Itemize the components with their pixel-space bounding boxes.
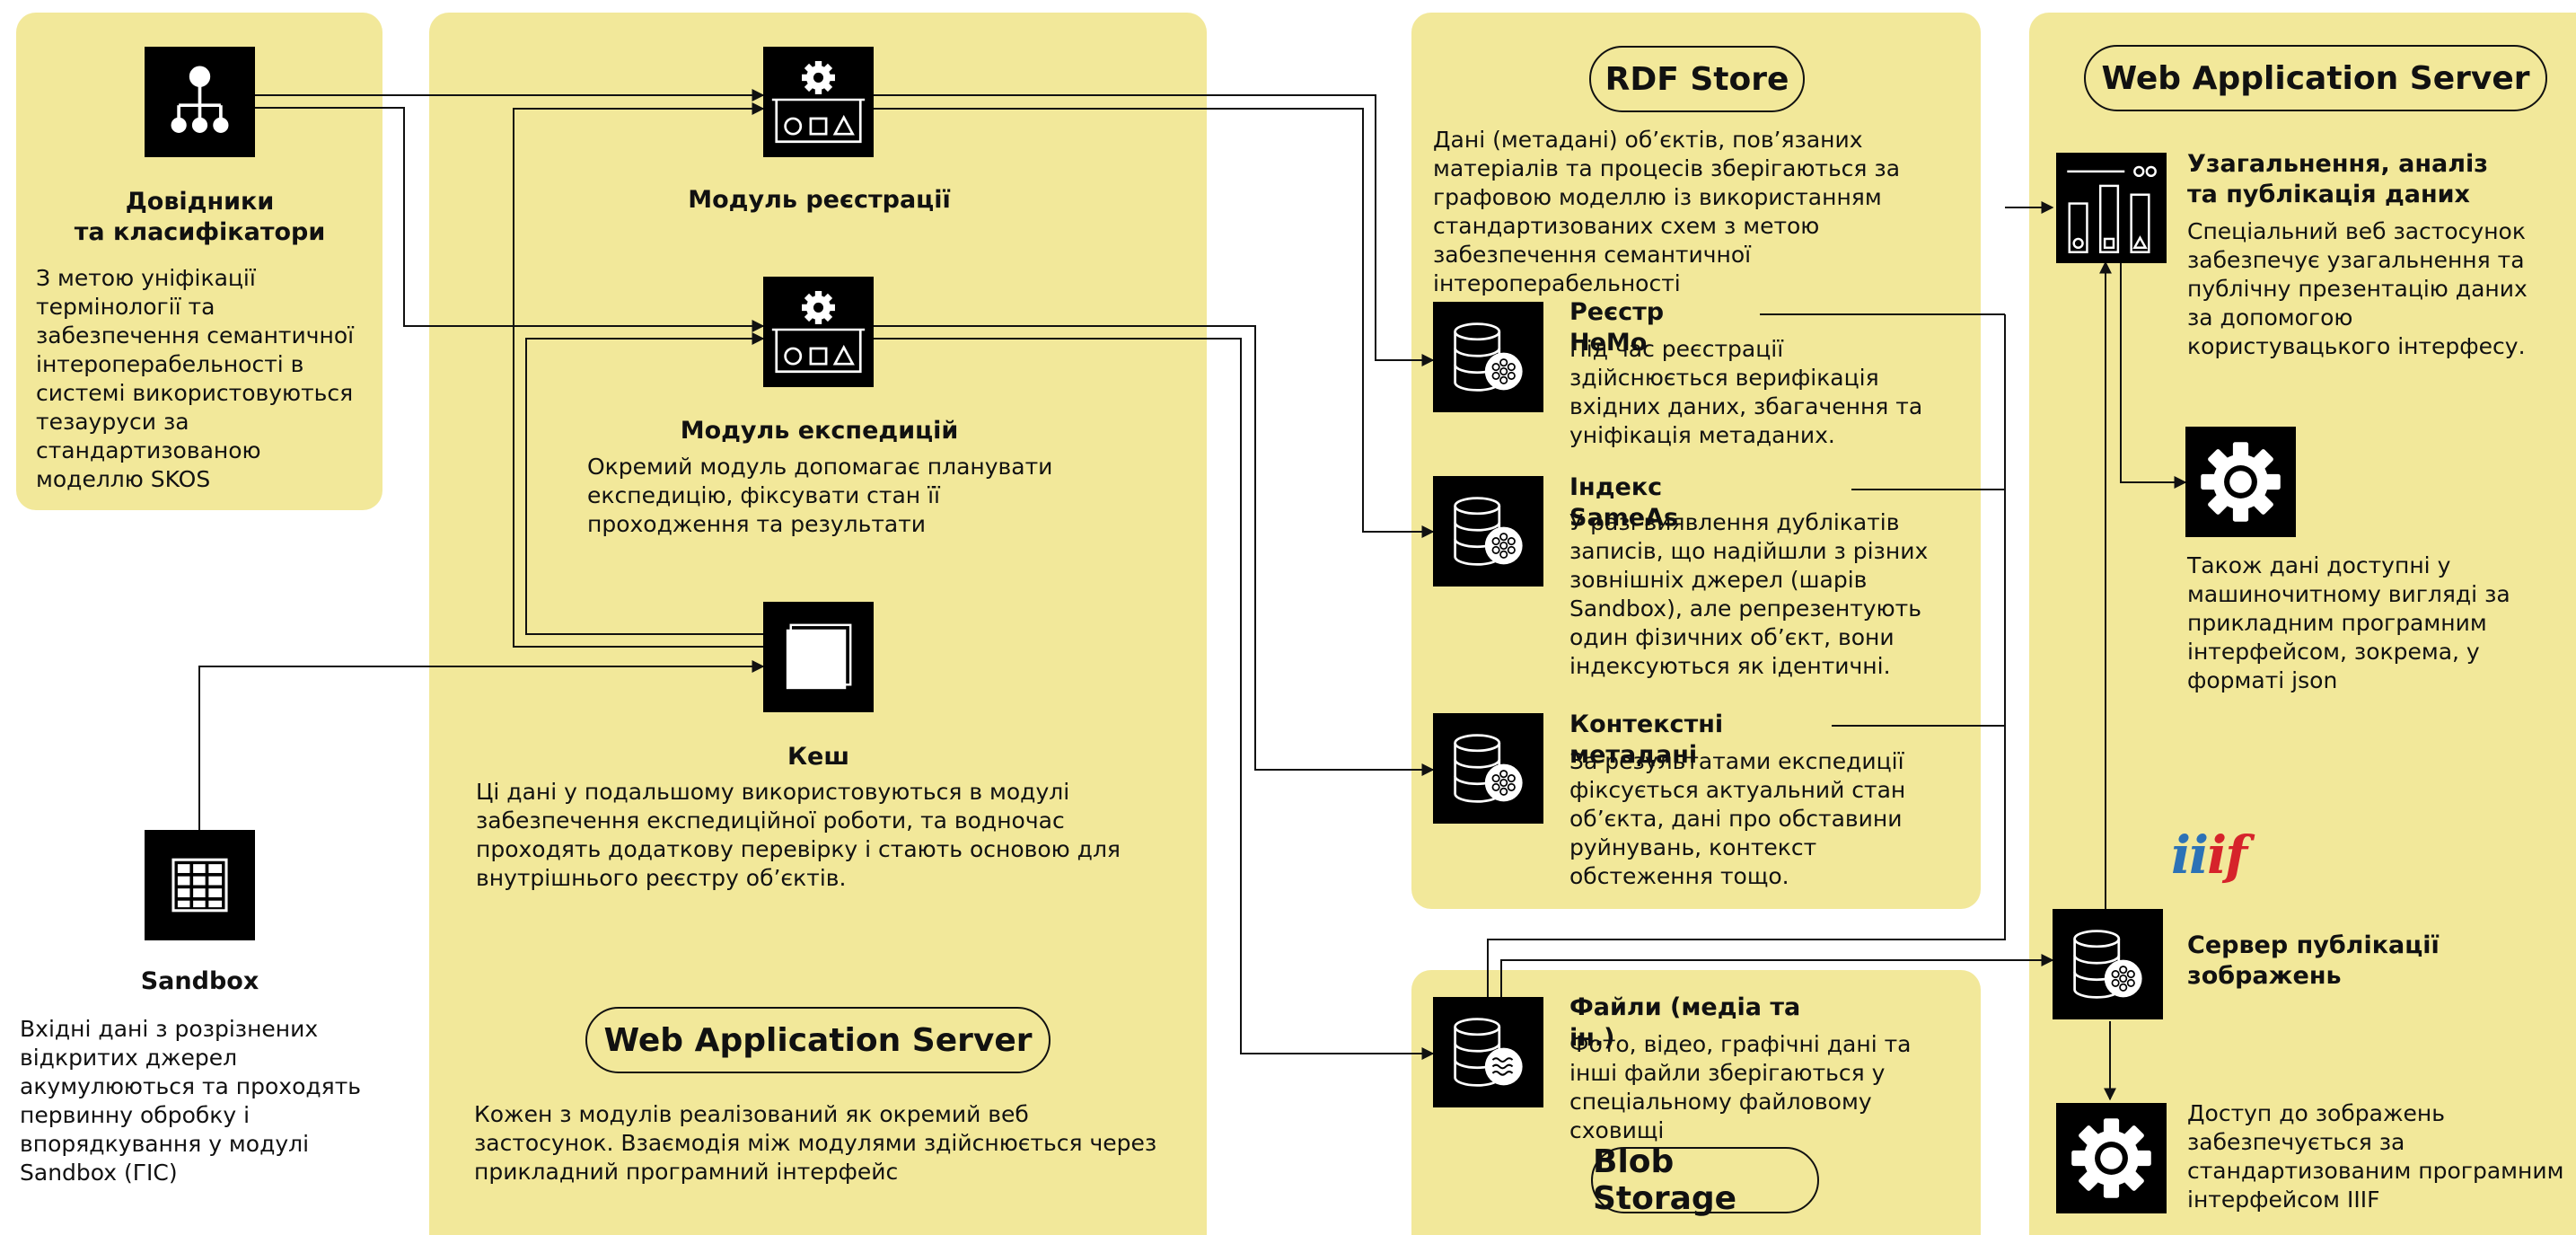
iiif-logo-letter: i <box>2171 825 2191 886</box>
sandbox-text: Вхідні дані з розрізнених відкритих джер… <box>20 1016 362 1186</box>
analysis-text: Спеціальний веб застосунок забезпечує уз… <box>2187 218 2528 359</box>
cache-text: Ці дані у подальшому використовуються в … <box>476 779 1121 891</box>
iiif-logo-letter: i <box>2207 825 2227 886</box>
rdf-store-intro: Дані (метадані) об’єктів, пов’язаних мат… <box>1433 127 1901 296</box>
cache-title: Кеш <box>787 743 850 771</box>
dashboard-icon <box>2056 153 2167 263</box>
image-server-database-icon <box>2053 909 2163 1019</box>
grid-table-icon <box>145 830 255 940</box>
expedition-module-text: Окремий модуль допомагає планувати експе… <box>587 454 1053 537</box>
context-database-icon <box>1433 713 1543 824</box>
iiif-access-text: Доступ до зображень забезпечується за ст… <box>2187 1100 2564 1213</box>
blob-storage-label: Blob Storage <box>1591 1143 1819 1217</box>
hierarchy-icon <box>145 47 255 157</box>
expedition-module-title: Модуль експедицій <box>680 417 959 445</box>
iiif-logo-letter: f <box>2225 825 2247 886</box>
dictionaries-text: З метою уніфікації термінології та забез… <box>36 265 355 492</box>
sameas-text: У разі виявлення дублікатів записів, що … <box>1569 509 1929 679</box>
modules-server-text: Кожен з модулів реалізований як окремий … <box>474 1101 1157 1185</box>
registry-title: Реєстр НеМо <box>1569 298 1665 357</box>
api-gear-icon <box>2185 427 2296 537</box>
modules-server-label: Web Application Server <box>585 1007 1051 1073</box>
registry-text: Під час реєстрації здійснюється верифіка… <box>1569 336 1923 448</box>
registration-module-title: Модуль реєстрації <box>688 186 951 214</box>
analysis-title: Узагальнення, аналіз та публікація даних <box>2187 150 2488 208</box>
files-text: Фото, відео, графічні дані та інші файли… <box>1569 1031 1912 1143</box>
dictionaries-title: Довідники та класифікатори <box>74 188 326 246</box>
sameas-title: Індекс SameAs <box>1569 473 1679 532</box>
cache-icon <box>763 602 874 712</box>
context-title: Контекстні метадані <box>1569 710 1724 769</box>
expedition-module-icon <box>763 277 874 387</box>
api-text: Також дані доступні у машиночитному вигл… <box>2187 552 2510 693</box>
registration-module-icon <box>763 47 874 157</box>
context-text: За результатами експедиції фіксується ак… <box>1569 748 1906 889</box>
registry-database-icon <box>1433 302 1543 412</box>
files-database-icon <box>1433 997 1543 1107</box>
files-title: Файли (медіа та ін.) <box>1569 993 1801 1052</box>
sameas-database-icon <box>1433 476 1543 587</box>
iiif-logo: iiif <box>2171 825 2247 886</box>
image-server-title: Сервер публікації зображень <box>2187 931 2440 990</box>
rdf-store-label: RDF Store <box>1589 46 1805 112</box>
iiif-gear-icon <box>2056 1103 2167 1213</box>
sandbox-title: Sandbox <box>140 967 259 995</box>
iiif-logo-letter: i <box>2189 825 2209 886</box>
right-server-label: Web Application Server <box>2084 45 2547 111</box>
